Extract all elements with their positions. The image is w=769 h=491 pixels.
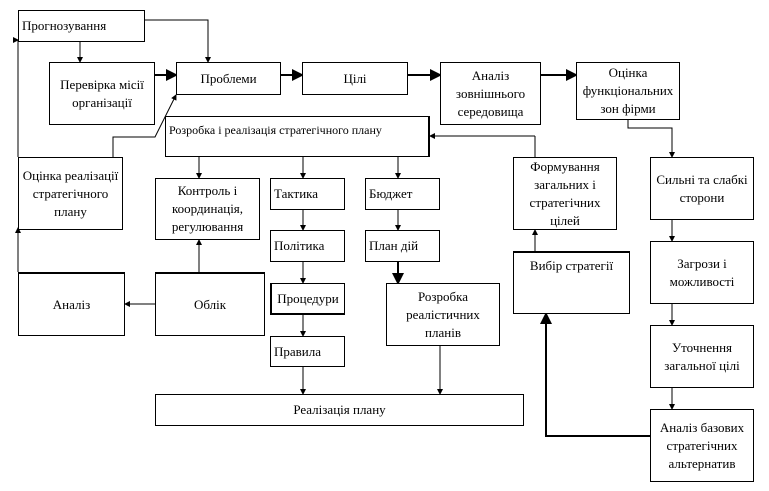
box-action-plan: План дій [365, 230, 440, 262]
box-functional-zones: Оцінка функціональних зон фірми [576, 62, 680, 120]
box-mission: Перевірка місії організації [49, 62, 155, 125]
box-goal-formation: Формування загальних і стратегічних ціле… [513, 157, 617, 230]
box-accounting: Облік [155, 272, 265, 336]
box-refine-goal: Уточнення загальної цілі [650, 325, 754, 388]
box-external-environment: Аналіз зовнішнього середовища [440, 62, 541, 125]
box-strategic-plan: Розробка і реалізація стратегічного план… [165, 116, 430, 157]
box-procedures: Процедури [270, 283, 345, 315]
box-alternatives: Аналіз базових стратегічних альтернатив [650, 409, 754, 482]
box-forecasting: Прогнозування [18, 10, 145, 42]
box-tactics: Тактика [270, 178, 345, 210]
box-budget: Бюджет [365, 178, 440, 210]
box-rules: Правила [270, 336, 345, 367]
box-threats: Загрози і можливості [650, 241, 754, 304]
box-policy: Політика [270, 230, 345, 262]
box-evaluation: Оцінка реалізації стратегічного плану [18, 157, 123, 230]
box-goals: Цілі [302, 62, 408, 95]
box-control: Контроль і координація, регулювання [155, 178, 260, 240]
box-implementation: Реалізація плану [155, 394, 524, 426]
box-analysis: Аналіз [18, 272, 125, 336]
box-realistic-plans: Розробка реалістичних планів [386, 283, 500, 346]
box-strengths: Сильні та слабкі сторони [650, 157, 754, 220]
box-strategy-choice: Вибір стратегії [513, 251, 630, 314]
box-problems: Проблеми [176, 62, 281, 95]
